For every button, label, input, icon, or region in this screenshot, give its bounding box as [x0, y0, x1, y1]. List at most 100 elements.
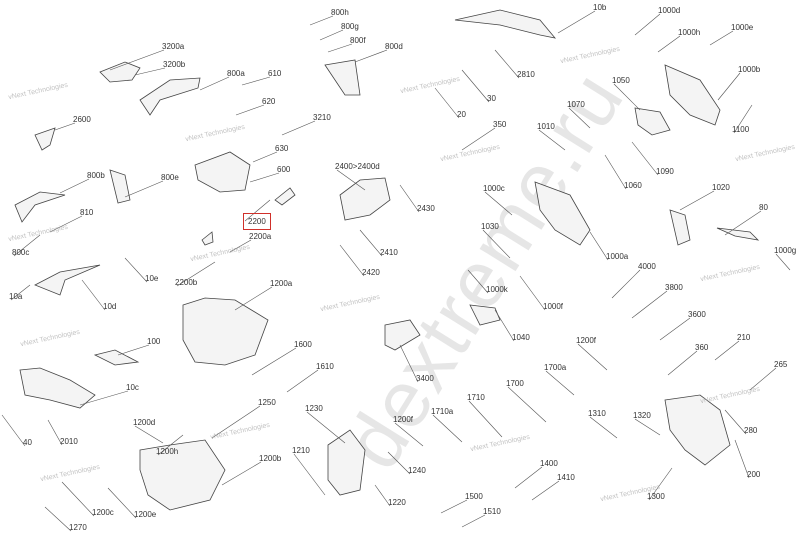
- part-label[interactable]: 1000d: [658, 6, 681, 15]
- part-label[interactable]: 2420: [362, 268, 380, 277]
- part-label[interactable]: 10b: [593, 3, 607, 12]
- trim-1020-part[interactable]: [669, 209, 691, 246]
- part-label[interactable]: 2010: [60, 437, 78, 446]
- part-label[interactable]: 3600: [688, 310, 706, 319]
- panel-10c-part[interactable]: [19, 367, 96, 409]
- part-label[interactable]: 1000f: [543, 302, 564, 311]
- part-label[interactable]: 800e: [161, 173, 179, 182]
- instrument-frame-part[interactable]: [194, 151, 251, 193]
- part-label[interactable]: 800g: [341, 22, 359, 31]
- strip-80-part[interactable]: [716, 227, 760, 241]
- part-label[interactable]: 360: [695, 343, 709, 352]
- part-label[interactable]: 1200b: [259, 454, 282, 463]
- part-label[interactable]: 1200f: [393, 415, 414, 424]
- part-label[interactable]: 1070: [567, 100, 585, 109]
- part-label[interactable]: 2200b: [175, 278, 198, 287]
- part-label[interactable]: 1200h: [156, 447, 179, 456]
- part-label[interactable]: 1200e: [134, 510, 157, 519]
- part-label[interactable]: 2200a: [249, 232, 272, 241]
- part-label[interactable]: 200: [747, 470, 761, 479]
- part-label[interactable]: 210: [737, 333, 751, 342]
- part-label[interactable]: 10c: [126, 383, 139, 392]
- part-label[interactable]: 1610: [316, 362, 334, 371]
- side-panel-mid-part[interactable]: [534, 181, 591, 246]
- part-label[interactable]: 3210: [313, 113, 331, 122]
- front-fairing-part[interactable]: [182, 297, 269, 366]
- part-label[interactable]: 1510: [483, 507, 501, 516]
- part-label[interactable]: 1000a: [606, 252, 629, 261]
- part-label[interactable]: 1200d: [133, 418, 156, 427]
- part-label[interactable]: 1700: [506, 379, 524, 388]
- part-label[interactable]: 3200b: [163, 60, 186, 69]
- rear-cover-part[interactable]: [99, 61, 141, 83]
- part-label[interactable]: 1400: [540, 459, 558, 468]
- part-label[interactable]: 40: [23, 438, 32, 447]
- cover-1040-part[interactable]: [469, 304, 501, 326]
- part-label[interactable]: 1700a: [544, 363, 567, 372]
- part-label[interactable]: 1600: [294, 340, 312, 349]
- part-label[interactable]: 1200f: [576, 336, 597, 345]
- part-label[interactable]: 1000b: [738, 65, 761, 74]
- part-label[interactable]: 1250: [258, 398, 276, 407]
- part-label[interactable]: 3400: [416, 374, 434, 383]
- part-label[interactable]: 1000e: [731, 23, 754, 32]
- part-label[interactable]: 1710a: [431, 407, 454, 416]
- part-label[interactable]: 600: [277, 165, 291, 174]
- part-label[interactable]: 10d: [103, 302, 117, 311]
- part-label[interactable]: 800c: [12, 248, 30, 257]
- part-label[interactable]: 1050: [612, 76, 630, 85]
- tank-base-part[interactable]: [664, 394, 731, 466]
- part-label[interactable]: 280: [744, 426, 758, 435]
- part-label[interactable]: 1000h: [678, 28, 701, 37]
- part-label[interactable]: 1410: [557, 473, 575, 482]
- part-label[interactable]: 800b: [87, 171, 105, 180]
- nose-cone-part[interactable]: [139, 439, 226, 511]
- part-label[interactable]: 800d: [385, 42, 403, 51]
- deflector-part[interactable]: [109, 169, 131, 204]
- part-label[interactable]: 800f: [350, 36, 366, 45]
- part-label[interactable]: 350: [493, 120, 507, 129]
- part-label[interactable]: 1200c: [92, 508, 114, 517]
- part-label[interactable]: 1320: [633, 411, 651, 420]
- part-label[interactable]: 800h: [331, 8, 349, 17]
- side-panel-800d-part[interactable]: [324, 59, 361, 96]
- mirror-right-part[interactable]: [274, 187, 296, 206]
- part-label[interactable]: 1000c: [483, 184, 505, 193]
- side-fairing-left-part[interactable]: [14, 191, 66, 223]
- part-label[interactable]: 100: [147, 337, 161, 346]
- part-label[interactable]: 1000k: [486, 285, 508, 294]
- part-label[interactable]: 1060: [624, 181, 642, 190]
- side-panel-right-part[interactable]: [664, 64, 721, 126]
- part-label[interactable]: 2600: [73, 115, 91, 124]
- part-label[interactable]: 1100: [732, 125, 750, 134]
- side-panel-part[interactable]: [139, 77, 201, 116]
- highlighted-part-label[interactable]: 2200: [243, 213, 271, 230]
- part-label[interactable]: 2810: [517, 70, 535, 79]
- part-label[interactable]: 1210: [292, 446, 310, 455]
- part-label[interactable]: 1030: [481, 222, 499, 231]
- part-label[interactable]: 20: [457, 110, 466, 119]
- part-label[interactable]: 1310: [588, 409, 606, 418]
- part-label[interactable]: 1230: [305, 404, 323, 413]
- part-label[interactable]: 2400>2400d: [335, 162, 380, 171]
- part-label[interactable]: 3800: [665, 283, 683, 292]
- part-label[interactable]: 265: [774, 360, 788, 369]
- part-label[interactable]: 1000g: [774, 246, 797, 255]
- part-label[interactable]: 610: [268, 69, 282, 78]
- part-label[interactable]: 1010: [537, 122, 555, 131]
- bracket-100-part[interactable]: [93, 349, 140, 366]
- windshield-top-part[interactable]: [454, 9, 557, 39]
- bracket-3400-part[interactable]: [384, 319, 421, 351]
- part-label[interactable]: 4000: [638, 262, 656, 271]
- part-label[interactable]: 10e: [145, 274, 159, 283]
- headlight-part[interactable]: [339, 177, 391, 221]
- part-label[interactable]: 2410: [380, 248, 398, 257]
- part-label[interactable]: 80: [759, 203, 768, 212]
- small-bracket-part[interactable]: [34, 127, 56, 151]
- part-label[interactable]: 1300: [647, 492, 665, 501]
- panel-1230-part[interactable]: [327, 429, 366, 496]
- cover-1050-part[interactable]: [634, 107, 671, 136]
- part-label[interactable]: 1710: [467, 393, 485, 402]
- part-label[interactable]: 30: [487, 94, 496, 103]
- part-label[interactable]: 3200a: [162, 42, 185, 51]
